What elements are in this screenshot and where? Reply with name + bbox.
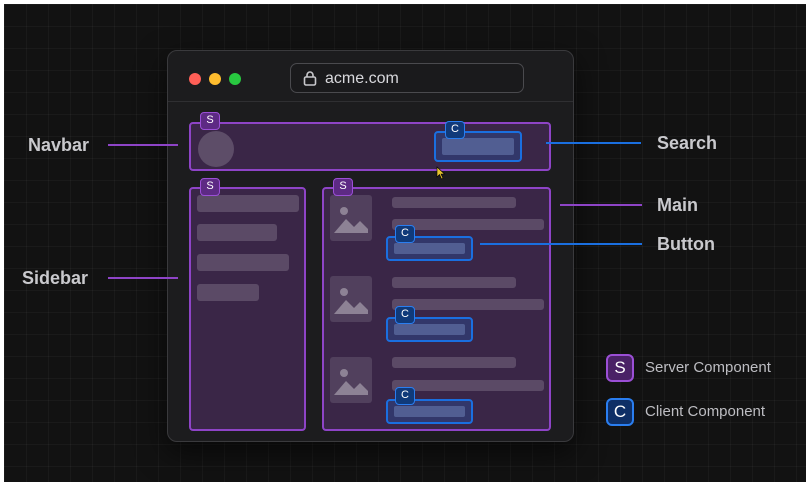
avatar-placeholder [198,131,234,167]
content-line-placeholder [392,357,516,368]
maximize-window-dot [229,73,241,85]
navbar-region [189,122,551,171]
image-placeholder-icon [330,276,372,322]
button-connector-line [480,243,642,245]
browser-window: acme.com S C S [167,50,574,442]
image-placeholder-icon [330,195,372,241]
image-placeholder-icon [330,357,372,403]
navbar-server-badge: S [200,112,220,130]
search-callout: Search [657,133,718,153]
button-client-badge: C [395,306,415,324]
url-text: acme.com [325,70,399,87]
sidebar-callout: Sidebar [22,268,89,288]
diagram-canvas: acme.com S C S [4,4,806,482]
sidebar-connector-line [108,277,178,279]
legend-client-label: Client Component [645,403,766,420]
content-line-placeholder [392,219,544,230]
navbar-callout: Navbar [28,135,90,155]
main-connector-line [560,204,642,206]
button-client-badge: C [395,387,415,405]
sidebar-item-placeholder [197,195,299,212]
cursor-icon [436,166,446,185]
button-placeholder [394,324,465,335]
main-server-badge: S [333,178,353,196]
address-bar: acme.com [290,63,524,93]
sidebar-server-badge: S [200,178,220,196]
lock-icon [303,70,317,91]
close-window-dot [189,73,201,85]
browser-titlebar: acme.com [168,51,573,102]
minimize-window-dot [209,73,221,85]
search-client-component [434,131,522,162]
search-input-placeholder [442,138,514,155]
sidebar-region [189,187,306,431]
button-placeholder [394,243,465,254]
navbar-connector-line [108,144,178,146]
sidebar-item-placeholder [197,254,289,271]
main-callout: Main [657,195,699,215]
main-region [322,187,551,431]
sidebar-item-placeholder [197,284,259,301]
button-client-badge: C [395,225,415,243]
legend-server-badge: S [606,354,634,382]
search-connector-line [546,142,641,144]
button-callout: Button [657,234,715,254]
legend-client-badge: C [606,398,634,426]
content-line-placeholder [392,197,516,208]
legend-server-label: Server Component [645,359,771,376]
search-client-badge: C [445,121,465,139]
content-line-placeholder [392,299,544,310]
sidebar-item-placeholder [197,224,277,241]
button-placeholder [394,406,465,417]
content-line-placeholder [392,277,516,288]
content-line-placeholder [392,380,544,391]
